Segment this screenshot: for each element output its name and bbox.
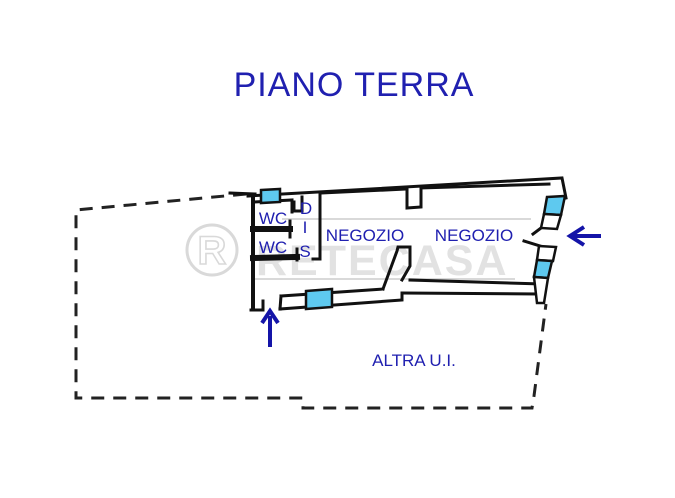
room-label-dis-i: I — [303, 218, 308, 237]
window-right-upper — [542, 194, 567, 217]
wall-inner-top-right — [419, 182, 551, 190]
watermark-logo-letter: R — [198, 229, 227, 273]
wall-wc2-bottom — [249, 253, 301, 262]
wall-corridor-niche — [292, 195, 304, 213]
building-walls — [228, 176, 568, 312]
left-arrow-icon — [566, 225, 601, 247]
window-bottom — [304, 287, 334, 311]
room-label-negozio1: NEGOZIO — [326, 226, 404, 245]
wall-left-foot — [249, 299, 265, 312]
wall-box-right-lower — [535, 244, 558, 263]
up-arrow-icon — [260, 307, 280, 347]
room-label-dis-s: S — [299, 242, 310, 261]
wall-right-lower-band — [532, 275, 550, 305]
room-label-wc2: WC — [259, 238, 287, 257]
page-title: PIANO TERRA — [234, 66, 475, 104]
room-label-dis-d: D — [300, 199, 312, 218]
room-label-negozio2: NEGOZIO — [435, 226, 513, 245]
wall-box-right-upper — [539, 212, 563, 231]
wall-divider — [381, 245, 412, 291]
wall-shop2-bottom-inner — [400, 291, 540, 296]
wall-entrance-jamb-bottom — [522, 239, 542, 248]
wall-pillar — [405, 186, 423, 210]
room-label-altra-ui: ALTRA U.I. — [372, 351, 456, 370]
wall-shop2-bottom-outer — [408, 278, 543, 286]
window-right-lower — [532, 258, 554, 280]
wall-top-left-stub — [228, 191, 257, 196]
wall-inner-top-left — [318, 187, 409, 195]
room-label-wc1: WC — [259, 209, 287, 228]
wall-shop1-bottom-end — [278, 294, 283, 311]
watermark-logo-circle — [185, 223, 239, 277]
window-top-left — [259, 187, 282, 205]
wall-corridor-right — [311, 192, 322, 261]
property-boundary-dashed — [74, 192, 548, 410]
